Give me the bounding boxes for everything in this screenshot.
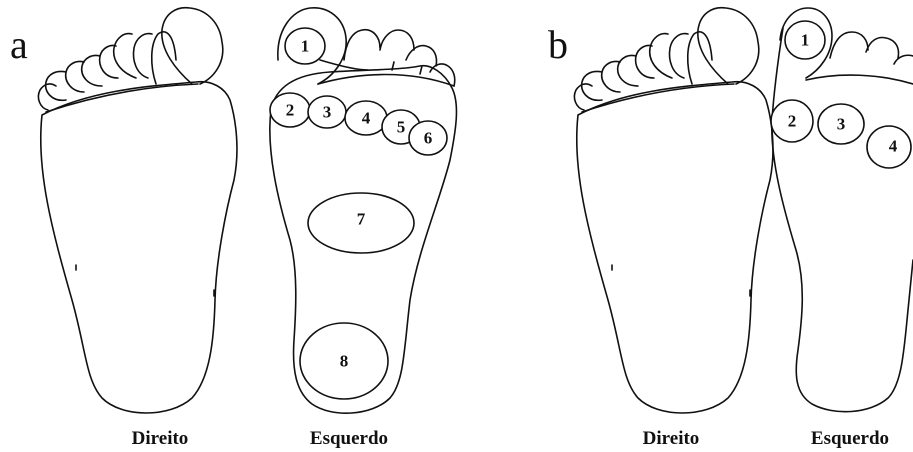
region-b-4-label: 4	[889, 137, 898, 156]
region-1-label: 1	[301, 37, 310, 56]
left-foot-toe2-b	[830, 32, 868, 58]
region-b-2-label: 2	[788, 112, 797, 131]
panel-b-left-foot: 1 2 3 4	[771, 8, 913, 412]
panel-a-left-caption: Esquerdo	[310, 428, 388, 449]
right-foot-outline-b	[574, 8, 773, 413]
left-foot-toe3-b	[866, 38, 899, 58]
panel-b: b 1 2 3 4 Direito Esquerdo	[548, 8, 913, 449]
panel-b-right-caption: Direito	[643, 428, 700, 449]
region-7-label: 7	[357, 210, 366, 229]
panel-a-letter: a	[10, 22, 28, 67]
left-foot-crease-b	[806, 75, 913, 84]
panel-a-right-foot	[38, 8, 237, 413]
left-foot-toe4-b	[894, 55, 913, 64]
panel-a-left-foot: 1 2 3 4 5 6 7 8	[270, 8, 457, 413]
region-2-label: 2	[286, 101, 295, 120]
panel-b-right-foot	[574, 8, 773, 413]
panel-a: a 1 2 3 4 5 6 7 8 Direito Esquerdo	[10, 8, 456, 449]
region-6-label: 6	[424, 129, 433, 148]
region-4-label: 4	[362, 109, 371, 128]
right-foot-outline	[38, 8, 237, 413]
region-b-1-label: 1	[801, 31, 810, 50]
region-5-label: 5	[397, 118, 406, 137]
panel-b-letter: b	[548, 22, 568, 67]
region-3-label: 3	[323, 103, 332, 122]
left-foot-outline-b	[772, 28, 913, 412]
panel-b-left-caption: Esquerdo	[811, 428, 889, 449]
region-b-3-label: 3	[837, 115, 846, 134]
panel-a-right-caption: Direito	[132, 428, 189, 449]
region-8-label: 8	[340, 352, 349, 371]
